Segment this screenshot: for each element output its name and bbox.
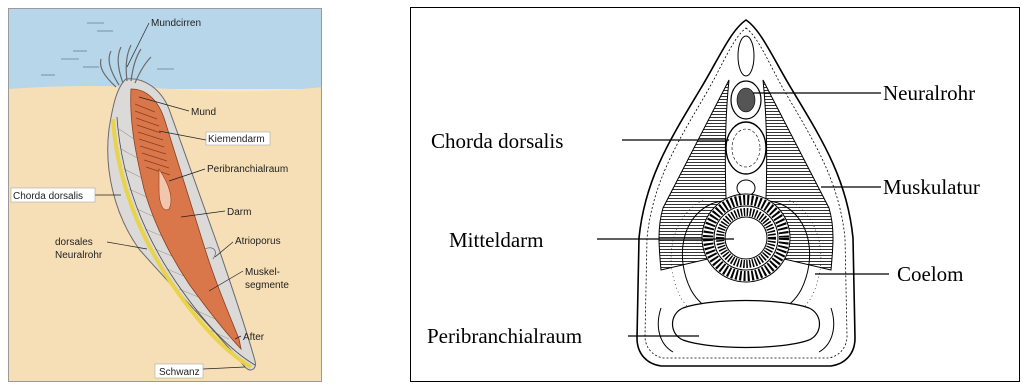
label-chorda-dorsalis: Chorda dorsalis	[431, 129, 563, 153]
label-neuralrohr: Neuralrohr	[883, 81, 975, 105]
label-coelom: Coelom	[897, 262, 964, 286]
label-mundcirren: Mundcirren	[151, 18, 201, 29]
label-darm: Darm	[227, 207, 251, 218]
label-peribranchialraum: Peribranchialraum	[207, 164, 288, 175]
midgut-lumen	[725, 217, 767, 259]
lancelet-cross-section: Neuralrohr Chorda dorsalis Muskulatur Mi…	[411, 8, 1020, 382]
label-mitteldarm: Mitteldarm	[449, 228, 543, 252]
label-mund: Mund	[191, 107, 216, 118]
label-schwanz: Schwanz	[159, 367, 200, 378]
label-muskulatur: Muskulatur	[883, 175, 980, 199]
label-after: After	[243, 332, 265, 343]
lancelet-side-view-panel: Mundcirren Mund Kiemendarm Peribranchial…	[8, 8, 322, 382]
peribranchial-chamber	[673, 301, 820, 348]
lancelet-side-view: Mundcirren Mund Kiemendarm Peribranchial…	[9, 9, 322, 382]
label-kiemendarm: Kiemendarm	[208, 134, 265, 145]
lancelet-cross-section-panel: Neuralrohr Chorda dorsalis Muskulatur Mi…	[410, 7, 1020, 382]
label-atrioporus: Atrioporus	[235, 236, 281, 247]
label-chorda-dorsalis: Chorda dorsalis	[13, 191, 83, 202]
label-neuralrohr-line2: Neuralrohr	[55, 250, 103, 261]
label-muskelsegmente-line1: Muskel-	[245, 267, 280, 278]
label-neuralrohr-line1: dorsales	[55, 237, 93, 248]
neural-tube-core	[737, 88, 755, 112]
label-muskelsegmente-line2: segmente	[245, 280, 289, 291]
label-peribranchialraum: Peribranchialraum	[427, 324, 582, 348]
